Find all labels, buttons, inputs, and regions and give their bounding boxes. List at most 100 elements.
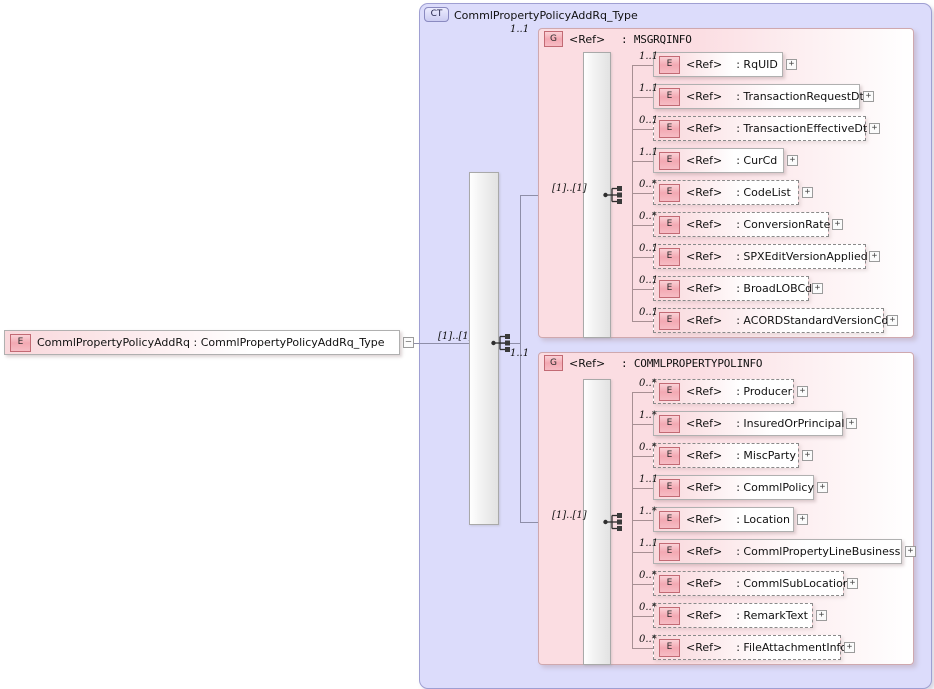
element-box[interactable]: E<Ref>: Location bbox=[653, 507, 794, 532]
element-box[interactable]: E <Ref> : MiscParty bbox=[653, 443, 799, 468]
element-expand-toggle[interactable]: + bbox=[863, 91, 874, 102]
element-box[interactable]: E<Ref>: CodeList bbox=[653, 180, 799, 205]
element-expand-toggle[interactable]: + bbox=[846, 418, 857, 429]
connector-line bbox=[632, 193, 653, 194]
element-box[interactable]: E<Ref>: CurCd bbox=[653, 148, 784, 173]
element-expand-toggle[interactable]: + bbox=[812, 283, 823, 294]
group-inner-cardinality: [1]..[1] bbox=[552, 510, 587, 521]
element-ref-label: <Ref> bbox=[686, 282, 723, 295]
element-expand-toggle[interactable]: + bbox=[844, 642, 855, 653]
element-cardinality: 1..* bbox=[639, 506, 657, 517]
root-collapse-toggle[interactable]: – bbox=[403, 337, 414, 348]
element-box[interactable]: E<Ref>: SPXEditVersionApplied bbox=[653, 244, 868, 269]
element-ref-label: <Ref> bbox=[686, 545, 723, 558]
element-name-label: : ConversionRate bbox=[736, 218, 831, 231]
element-expand-toggle[interactable]: + bbox=[816, 610, 827, 621]
element-box[interactable]: E<Ref>: TransactionEffectiveDt bbox=[653, 116, 868, 141]
element-expand-toggle[interactable]: + bbox=[817, 482, 828, 493]
group-badge: G bbox=[544, 355, 563, 371]
sequence-compositor-icon[interactable] bbox=[603, 512, 625, 532]
root-element-box[interactable]: E CommlPropertyPolicyAddRq : CommlPropert… bbox=[4, 330, 400, 355]
element-type-badge: E bbox=[659, 87, 680, 106]
element-type-badge: E bbox=[659, 215, 680, 234]
element-box[interactable]: E<Ref>: Producer bbox=[653, 379, 794, 404]
element-expand-toggle[interactable]: + bbox=[797, 514, 808, 525]
element-name-label: : TransactionRequestDt bbox=[736, 90, 864, 103]
element-expand-toggle[interactable]: + bbox=[847, 578, 858, 589]
element-ref-label: <Ref> bbox=[686, 90, 723, 103]
connector-line bbox=[520, 343, 521, 522]
element-expand-toggle[interactable]: + bbox=[905, 546, 916, 557]
sequence-compositor-icon[interactable] bbox=[491, 333, 513, 353]
element-type-badge: E bbox=[659, 510, 680, 529]
element-box[interactable]: E<Ref>: FileAttachmentInfo bbox=[653, 635, 847, 660]
element-box[interactable]: E<Ref>: CommlSubLocation bbox=[653, 571, 850, 596]
group-ref-label: <Ref> bbox=[569, 357, 606, 370]
group-name-label: : COMMLPROPERTYPOLINFO bbox=[621, 357, 763, 370]
connector-line bbox=[632, 616, 653, 617]
sequence-compositor-icon[interactable] bbox=[603, 185, 625, 205]
element-box[interactable]: E<Ref>: RqUID bbox=[653, 52, 783, 77]
element-cardinality: 1..1 bbox=[639, 51, 659, 62]
element-ref-label: <Ref> bbox=[686, 449, 723, 462]
element-cardinality: 0..* bbox=[639, 442, 657, 453]
element-cardinality: 1..* bbox=[639, 410, 657, 421]
element-cardinality: 0..* bbox=[639, 179, 657, 190]
element-box[interactable]: E<Ref>: ACORDStandardVersionCd bbox=[653, 308, 888, 333]
element-ref-label: <Ref> bbox=[686, 641, 723, 654]
element-type-badge: E bbox=[659, 55, 680, 74]
element-cardinality: 1..1 bbox=[639, 538, 659, 549]
element-ref-label: <Ref> bbox=[686, 314, 723, 327]
element-ref-label: <Ref> bbox=[686, 609, 723, 622]
element-cardinality: 1..1 bbox=[639, 474, 659, 485]
element-type-badge: E bbox=[659, 446, 680, 465]
element-box[interactable]: E<Ref>: ConversionRate bbox=[653, 212, 831, 237]
element-box[interactable]: E<Ref>: InsuredOrPrincipal bbox=[653, 411, 845, 436]
element-ref-label: <Ref> bbox=[686, 577, 723, 590]
outer-sequence-bar[interactable] bbox=[469, 172, 499, 525]
element-cardinality: 0..* bbox=[639, 570, 657, 581]
element-expand-toggle[interactable]: + bbox=[802, 187, 813, 198]
group-ref-label: <Ref> bbox=[569, 33, 606, 46]
element-box[interactable]: E<Ref>: CommlPolicy bbox=[653, 475, 814, 500]
element-expand-toggle[interactable]: + bbox=[869, 123, 880, 134]
connector-line bbox=[632, 488, 653, 489]
element-name-label: : TransactionEffectiveDt bbox=[736, 122, 868, 135]
connector-line bbox=[632, 257, 653, 258]
element-type-badge: E bbox=[659, 119, 680, 138]
connector-line bbox=[632, 648, 653, 649]
element-cardinality: 0..1 bbox=[639, 115, 659, 126]
connector-line bbox=[520, 522, 538, 523]
connector-line bbox=[632, 392, 653, 393]
group-name-label: : MSGRQINFO bbox=[621, 33, 692, 46]
element-ref-label: <Ref> bbox=[686, 186, 723, 199]
element-expand-toggle[interactable]: + bbox=[802, 450, 813, 461]
root-element-label: CommlPropertyPolicyAddRq : CommlProperty… bbox=[37, 336, 385, 349]
element-type-badge: E bbox=[659, 606, 680, 625]
element-type-badge: E bbox=[659, 183, 680, 202]
element-box[interactable]: E <Ref> : TransactionRequestDt bbox=[653, 84, 864, 109]
element-type-badge: E bbox=[10, 333, 31, 352]
element-cardinality: 0..1 bbox=[639, 275, 659, 286]
element-type-badge: E bbox=[659, 382, 680, 401]
connector-line bbox=[520, 195, 538, 196]
element-expand-toggle[interactable]: + bbox=[797, 386, 808, 397]
group-inner-cardinality: [1]..[1] bbox=[552, 183, 587, 194]
element-type-badge: E bbox=[659, 279, 680, 298]
element-expand-toggle[interactable]: + bbox=[887, 315, 898, 326]
element-box[interactable]: E<Ref>: CommlPropertyLineBusiness bbox=[653, 539, 902, 564]
element-ref-label: <Ref> bbox=[686, 154, 723, 167]
element-cardinality: 1..1 bbox=[639, 147, 659, 158]
element-expand-toggle[interactable]: + bbox=[832, 219, 843, 230]
element-expand-toggle[interactable]: + bbox=[786, 59, 797, 70]
connector-line bbox=[632, 289, 653, 290]
element-expand-toggle[interactable]: + bbox=[869, 251, 880, 262]
element-expand-toggle[interactable]: + bbox=[787, 155, 798, 166]
element-box[interactable]: E<Ref>: RemarkText bbox=[653, 603, 813, 628]
element-name-label: : CurCd bbox=[736, 154, 778, 167]
element-box[interactable]: E<Ref>: BroadLOBCd bbox=[653, 276, 812, 301]
element-name-label: : MiscParty bbox=[736, 449, 796, 462]
element-ref-label: <Ref> bbox=[686, 250, 723, 263]
element-name-label: : InsuredOrPrincipal bbox=[736, 417, 845, 430]
